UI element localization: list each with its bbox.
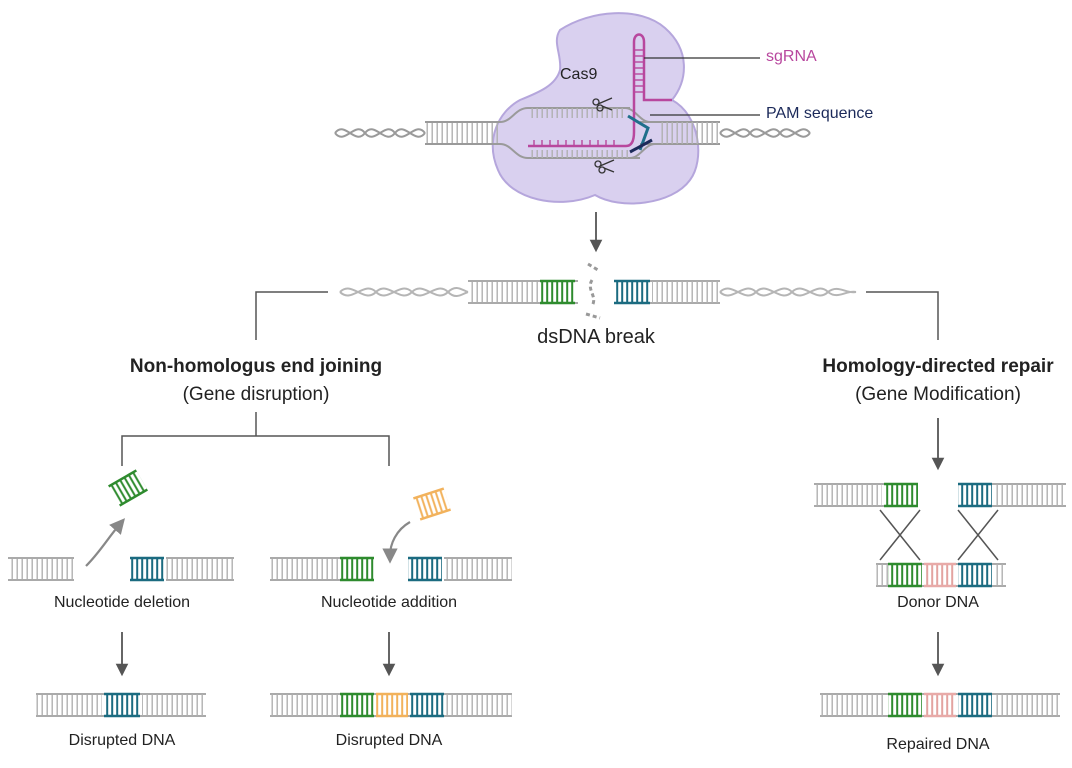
- pam-sequence-mark: [627, 114, 650, 151]
- hdr-crossover-lines: [879, 509, 999, 561]
- cas9-complex: [334, 12, 811, 205]
- nucleotide-addition-label: Nucleotide addition: [320, 594, 458, 611]
- scissors-icon: [592, 97, 613, 112]
- scissors-icon-lower: [594, 159, 615, 174]
- connector-to-nhej: [255, 291, 328, 340]
- disrupted-dna-2-strand: [270, 692, 512, 718]
- break-teal-segment: [614, 281, 650, 303]
- repaired-dna-label: Repaired DNA: [886, 736, 990, 753]
- donor-dna-label: Donor DNA: [897, 594, 979, 611]
- connector-to-hdr: [866, 291, 939, 340]
- pam-label: PAM sequence: [766, 105, 874, 122]
- hdr-genomic-strands: [814, 482, 1066, 508]
- hdr-subtitle: (Gene Modification): [855, 384, 1021, 405]
- donor-dna-strand: [876, 562, 1006, 588]
- sgrna-rungs: [533, 49, 644, 146]
- dsdna-break-label: dsDNA break: [537, 326, 655, 348]
- deletion-panel: [8, 469, 234, 582]
- repaired-dna-strand: [820, 692, 1060, 718]
- dna-unwound-lower: [499, 143, 640, 159]
- nhej-branch-bracket: [121, 435, 390, 466]
- disrupted-dna-label-1: Disrupted DNA: [68, 732, 176, 749]
- dna-helix-top-left: [334, 128, 426, 138]
- addition-panel: [270, 487, 512, 582]
- break-green-segment: [540, 281, 575, 303]
- nhej-title: Non-homologus end joining: [129, 356, 383, 377]
- break-gap-fragments: [585, 262, 601, 320]
- sgrna-label: sgRNA: [766, 48, 817, 65]
- nhej-subtitle: (Gene disruption): [182, 384, 330, 405]
- disrupted-dna-label-2: Disrupted DNA: [335, 732, 443, 749]
- nucleotide-deletion-label: Nucleotide deletion: [53, 594, 191, 611]
- disrupted-dna-1-strand: [36, 692, 206, 718]
- dna-ladder-top-left: [425, 122, 500, 144]
- floating-green-fragment: [108, 469, 148, 507]
- sgrna-strand: [528, 33, 672, 148]
- dna-helix-top-right: [719, 128, 811, 138]
- cas9-label: Cas9: [560, 66, 598, 83]
- dsdna-break-strand: [339, 262, 857, 320]
- hdr-title: Homology-directed repair: [822, 356, 1054, 377]
- dna-unwound-upper: [499, 107, 630, 123]
- floating-orange-fragment: [412, 487, 452, 521]
